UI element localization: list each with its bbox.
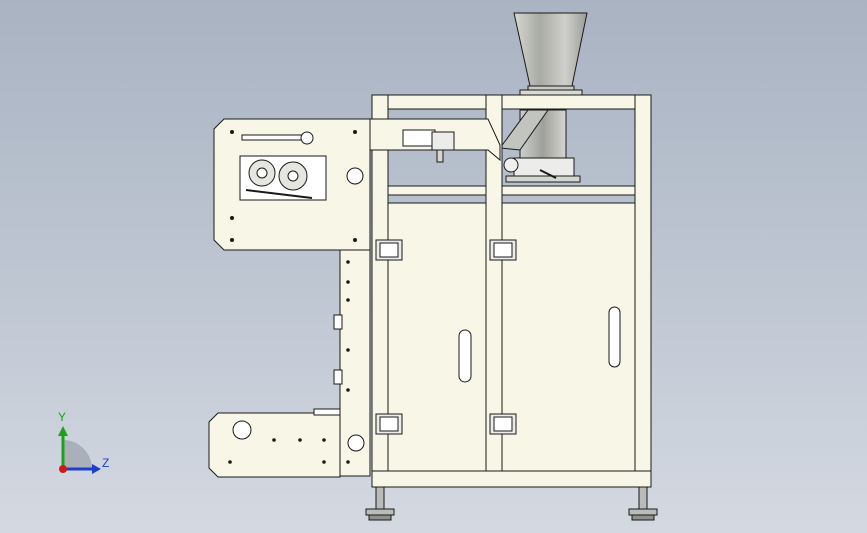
- leveling-feet: [365, 486, 658, 521]
- z-axis-label: Z: [102, 456, 110, 470]
- cabinet-left-door: [387, 202, 487, 472]
- forming-chute: [499, 109, 581, 183]
- axis-triad: Y Z: [46, 410, 116, 482]
- y-axis-label: Y: [58, 410, 67, 424]
- frame-posts: [371, 94, 652, 488]
- upper-crossbar: [369, 118, 501, 163]
- cabinet-right-door: [501, 202, 636, 472]
- door-hinges: [375, 239, 517, 435]
- triad-graphic: [58, 426, 101, 474]
- lower-bracket-plate: [208, 408, 365, 478]
- hopper-funnel: [513, 12, 588, 96]
- x-axis-dot: [59, 465, 67, 473]
- frame-base: [371, 470, 652, 488]
- bolt-holes: [228, 130, 357, 464]
- film-roll-plate: [213, 118, 371, 251]
